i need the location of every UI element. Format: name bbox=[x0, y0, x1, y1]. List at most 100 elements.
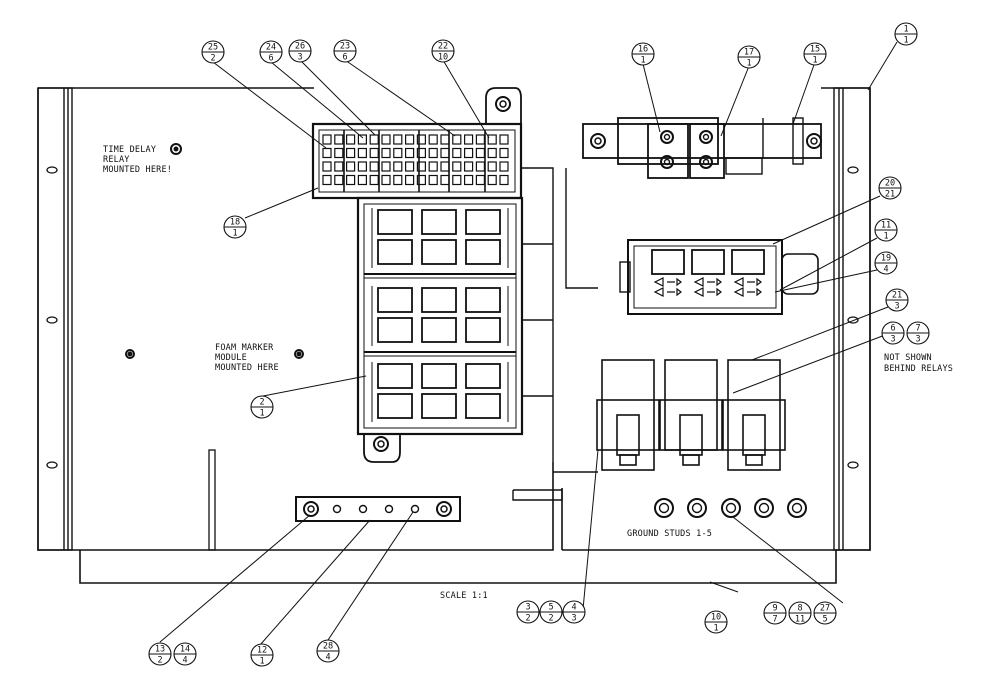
leader-lines bbox=[159, 41, 898, 646]
fuse-cell bbox=[322, 161, 332, 172]
fuse-cell bbox=[334, 147, 344, 159]
fuse-cell bbox=[487, 174, 497, 186]
balloon-quantity: 7 bbox=[772, 615, 777, 625]
balloon-item-number: 22 bbox=[438, 42, 448, 52]
note-line: BEHIND RELAYS bbox=[884, 364, 953, 374]
balloon-16: 161 bbox=[631, 42, 655, 66]
fuse-cell bbox=[369, 147, 379, 159]
balloon-24: 246 bbox=[259, 40, 283, 64]
balloon-25: 252 bbox=[201, 40, 225, 64]
balloon-13: 132 bbox=[148, 642, 172, 666]
balloon-quantity: 4 bbox=[883, 265, 888, 275]
fuse-cell bbox=[346, 161, 356, 172]
fuse-cell bbox=[487, 134, 497, 145]
fuse-cell bbox=[452, 134, 462, 145]
fuse-cell bbox=[487, 161, 497, 172]
balloon-quantity: 10 bbox=[438, 53, 448, 63]
diode-symbol bbox=[653, 277, 682, 287]
balloon-7: 73 bbox=[906, 321, 930, 345]
balloon-quantity: 6 bbox=[342, 53, 347, 63]
balloon-item-number: 28 bbox=[323, 642, 333, 652]
balloon-quantity: 21 bbox=[885, 190, 895, 200]
fuse-cell bbox=[440, 147, 450, 159]
fuse-cell bbox=[416, 174, 426, 186]
diode-symbol bbox=[693, 277, 722, 287]
fuse-cell bbox=[322, 134, 332, 145]
balloon-14: 144 bbox=[173, 642, 197, 666]
fuse-cell bbox=[452, 161, 462, 172]
fuse-cell bbox=[440, 134, 450, 145]
fuse-cells bbox=[322, 130, 509, 192]
fuse-cell bbox=[393, 134, 403, 145]
balloon-2: 21 bbox=[250, 395, 274, 419]
relay-cell bbox=[377, 317, 413, 343]
balloon-item-number: 6 bbox=[890, 324, 895, 334]
note-line: FOAM MARKER bbox=[215, 343, 274, 353]
relay-cell bbox=[465, 317, 501, 343]
panel-slot bbox=[208, 449, 216, 551]
balloon-quantity: 1 bbox=[903, 36, 908, 46]
balloon-8: 811 bbox=[788, 601, 812, 625]
fuse-cell bbox=[322, 147, 332, 159]
balloon-12: 121 bbox=[250, 643, 274, 667]
balloon-26: 263 bbox=[288, 39, 312, 63]
left-rail bbox=[37, 87, 73, 551]
relay-cell bbox=[421, 363, 457, 389]
fuse-cell bbox=[475, 174, 485, 186]
balloon-item-number: 25 bbox=[208, 43, 218, 53]
balloon-quantity: 4 bbox=[182, 656, 187, 666]
balloon-item-number: 2 bbox=[259, 398, 264, 408]
right-rail bbox=[833, 87, 871, 551]
fuse-cell bbox=[499, 174, 509, 186]
fuse-cell bbox=[369, 134, 379, 145]
balloon-item-number: 16 bbox=[638, 45, 648, 55]
fuse-cell bbox=[452, 147, 462, 159]
note-line: NOT SHOWN bbox=[884, 353, 932, 363]
relay-cell bbox=[421, 239, 457, 265]
fuse-cell bbox=[464, 161, 474, 172]
balloon-item-number: 4 bbox=[571, 603, 576, 613]
balloon-item-number: 13 bbox=[155, 645, 165, 655]
balloon-1: 11 bbox=[894, 22, 918, 46]
note-line: RELAY bbox=[103, 155, 130, 165]
balloon-quantity: 5 bbox=[822, 615, 827, 625]
balloon-11: 111 bbox=[874, 218, 898, 242]
balloon-item-number: 10 bbox=[711, 613, 721, 623]
time-delay-mount-hole bbox=[170, 143, 182, 155]
balloon-23: 236 bbox=[333, 39, 357, 63]
ground-studs bbox=[654, 498, 807, 518]
relay-cell bbox=[377, 393, 413, 419]
balloon-quantity: 1 bbox=[812, 56, 817, 66]
fuse-cell bbox=[440, 174, 450, 186]
balloon-quantity: 1 bbox=[640, 56, 645, 66]
fuse-cell bbox=[346, 174, 356, 186]
balloon-15: 151 bbox=[803, 42, 827, 66]
balloon-item-number: 9 bbox=[772, 604, 777, 614]
relay-cell bbox=[377, 239, 413, 265]
fuse-cell bbox=[369, 161, 379, 172]
balloon-quantity: 1 bbox=[259, 409, 264, 419]
fuse-cell bbox=[393, 147, 403, 159]
fuse-cell bbox=[381, 147, 391, 159]
balloon-item-number: 23 bbox=[340, 42, 350, 52]
relay-cell bbox=[465, 393, 501, 419]
not-shown-note: NOT SHOWN BEHIND RELAYS bbox=[884, 353, 953, 374]
fuse-cell bbox=[381, 134, 391, 145]
balloon-quantity: 2 bbox=[548, 614, 553, 624]
balloon-item-number: 21 bbox=[892, 291, 902, 301]
balloon-quantity: 1 bbox=[883, 232, 888, 242]
note-line: MOUNTED HERE! bbox=[103, 165, 172, 175]
balloon-item-number: 17 bbox=[744, 48, 754, 58]
balloon-item-number: 19 bbox=[881, 254, 891, 264]
fuse-cell bbox=[440, 161, 450, 172]
fuse-cell bbox=[357, 134, 367, 145]
balloon-quantity: 2 bbox=[210, 54, 215, 64]
fuse-cell bbox=[452, 174, 462, 186]
fuse-cell bbox=[334, 161, 344, 172]
fuse-cell bbox=[346, 147, 356, 159]
balloon-item-number: 18 bbox=[230, 218, 240, 228]
balloon-6: 63 bbox=[881, 321, 905, 345]
